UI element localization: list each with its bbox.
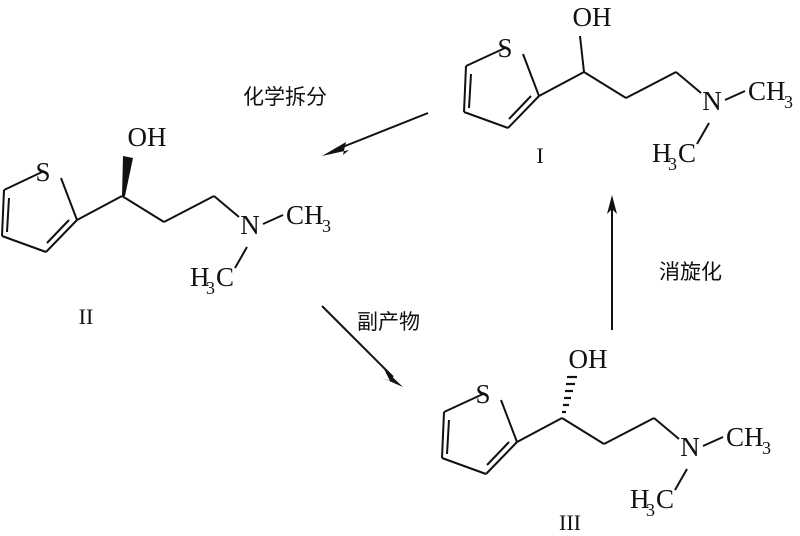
bond-n-methyl-bottom-3 (674, 468, 688, 491)
sulfur-label-1: S (497, 33, 512, 63)
svg-text:CH: CH (748, 76, 786, 106)
nitrogen-label-2: N (240, 210, 260, 240)
stereo-wedge-hashed-3 (562, 375, 577, 414)
bond-chain-a-1 (583, 71, 627, 99)
bond-ring-to-carbinol-1 (538, 71, 585, 97)
bond-n-methyl-bottom-1 (696, 122, 710, 145)
svg-text:C: C (216, 262, 234, 292)
svg-text:CH: CH (286, 200, 324, 230)
bond-carbinol-oh-1 (579, 35, 585, 73)
svg-text:C: C (678, 138, 696, 168)
bond-chain-c-2 (213, 195, 240, 218)
methyl-right-2: CH 3 (286, 200, 331, 236)
bond-chain-a-2 (121, 195, 165, 223)
hydroxyl-label-2: OH (128, 122, 167, 152)
structure-1: S OH N CH 3 H 3 C I (463, 2, 793, 174)
structure-label-2: II (79, 304, 94, 329)
svg-text:3: 3 (762, 438, 771, 458)
arrow-byproduct-label: 副产物 (357, 310, 420, 334)
svg-text:C: C (656, 484, 674, 514)
svg-text:CH: CH (726, 422, 764, 452)
svg-text:H: H (190, 262, 210, 292)
bond-n-methyl-right-2 (262, 214, 284, 225)
methyl-right-3: CH 3 (726, 422, 771, 458)
methyl-bottom-2: H 3 C (190, 262, 234, 298)
hydroxyl-label-1: OH (573, 2, 612, 32)
svg-text:H: H (652, 138, 672, 168)
arrow-racemization-label: 消旋化 (659, 260, 722, 284)
svg-text:3: 3 (646, 500, 655, 520)
bond-chain-b-1 (625, 71, 677, 99)
methyl-right-1: CH 3 (748, 76, 793, 112)
bond-chain-b-3 (603, 417, 655, 445)
bond-chain-a-3 (561, 417, 605, 445)
svg-text:3: 3 (784, 92, 793, 112)
bond-ring-to-carbinol-3 (516, 417, 563, 443)
bond-ring-to-carbinol-2 (76, 195, 123, 221)
structure-label-1: I (536, 143, 543, 168)
thiophene-ring-2 (1, 171, 78, 253)
nitrogen-label-1: N (702, 86, 722, 116)
svg-text:3: 3 (206, 278, 215, 298)
arrow-byproduct (321, 305, 403, 387)
bond-n-methyl-right-1 (724, 90, 746, 101)
thiophene-ring-1 (463, 47, 540, 129)
bond-chain-b-2 (163, 195, 215, 223)
bond-chain-c-3 (653, 417, 680, 440)
svg-text:3: 3 (668, 154, 677, 174)
arrow-resolution-label: 化学拆分 (243, 85, 327, 109)
bond-n-methyl-bottom-2 (234, 246, 248, 269)
bond-chain-c-1 (675, 71, 702, 94)
structure-2: S OH N CH 3 H 3 C II (1, 122, 331, 329)
methyl-bottom-1: H 3 C (652, 138, 696, 174)
bond-n-methyl-right-3 (702, 436, 724, 447)
thiophene-ring-3 (441, 393, 518, 475)
hydroxyl-label-3: OH (569, 344, 608, 374)
methyl-bottom-3: H 3 C (630, 484, 674, 520)
nitrogen-label-3: N (680, 432, 700, 462)
svg-text:H: H (630, 484, 650, 514)
sulfur-label-2: S (35, 157, 50, 187)
arrow-racemization (607, 195, 617, 330)
stereo-wedge-solid-2 (122, 156, 133, 196)
structure-label-3: III (559, 510, 581, 535)
sulfur-label-3: S (475, 379, 490, 409)
arrow-resolution (322, 112, 429, 156)
structure-3: S OH N CH 3 H 3 C III (441, 344, 771, 535)
svg-text:3: 3 (322, 216, 331, 236)
